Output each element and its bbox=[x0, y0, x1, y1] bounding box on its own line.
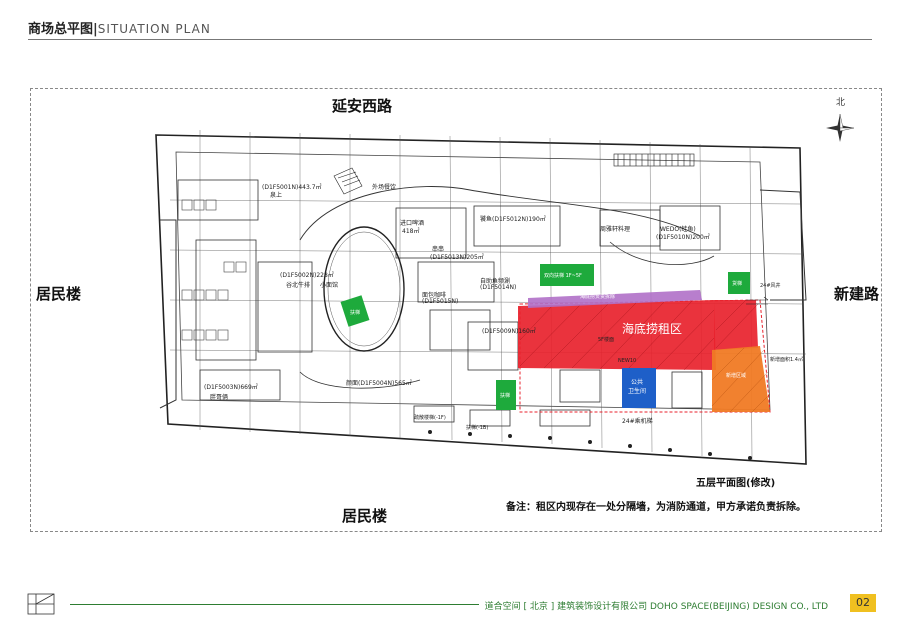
building-outline bbox=[155, 134, 807, 465]
plan-label: 串串 bbox=[432, 246, 445, 253]
restroom-label: 公共 卫生间 bbox=[628, 379, 647, 395]
atrium-inner bbox=[327, 231, 401, 347]
lift-c-label: 货梯 bbox=[732, 281, 743, 287]
floor-plan-title: 五层平面图(修改) bbox=[696, 478, 776, 489]
plan-label: 胖哥俩 bbox=[210, 394, 229, 401]
plan-label: 24#乘机梯 bbox=[622, 418, 653, 425]
green-lift-zone-c bbox=[728, 272, 750, 294]
plan-label: 24#风井 bbox=[760, 283, 781, 289]
plan-label: (D1F5010N)200㎡ bbox=[656, 234, 710, 241]
title-en: SITUATION PLAN bbox=[97, 22, 211, 36]
new-area-hatch bbox=[711, 347, 771, 413]
plan-label: (D1F5003N)669㎡ bbox=[204, 384, 258, 391]
restroom-zone bbox=[622, 368, 656, 408]
purple-strip-label: 海底捞负责拆除 bbox=[580, 294, 616, 300]
title-separator: | bbox=[93, 22, 98, 37]
plan-label: (D1F5014N) bbox=[480, 284, 517, 291]
corridor-curve-east bbox=[609, 241, 715, 265]
plan-label: 418㎡ bbox=[402, 228, 420, 235]
plan-label: 进口啤酒 bbox=[400, 220, 425, 227]
column-markers bbox=[428, 430, 752, 460]
plan-label: (D1F5002N)228㎡ bbox=[280, 272, 334, 279]
footer-divider bbox=[70, 604, 828, 605]
green-escalator-label: 双向扶梯 1F~5F bbox=[544, 273, 582, 279]
green-lift-zone-b bbox=[496, 380, 516, 410]
green-escalator-zone bbox=[540, 264, 594, 286]
plan-label: NEW10 bbox=[618, 358, 637, 364]
plan-label: 5F楼面 bbox=[598, 337, 615, 343]
company-logo bbox=[27, 593, 55, 615]
toilet-fixtures bbox=[181, 199, 247, 341]
rental-hatch bbox=[519, 299, 759, 371]
atrium-void bbox=[323, 226, 405, 352]
page-number: 02 bbox=[850, 594, 876, 612]
stair-nw bbox=[333, 167, 363, 195]
page-header: 商场总平图|SITUATION PLAN bbox=[28, 12, 872, 40]
plan-label: (D1F5013N)205㎡ bbox=[430, 254, 484, 261]
plan-label: 自助鱼频涮 bbox=[480, 278, 511, 285]
green-lift-zone-a bbox=[340, 295, 370, 327]
road-south-label: 居民楼 bbox=[342, 507, 388, 525]
purple-strip bbox=[528, 290, 702, 308]
plan-label: 面包咖啡 bbox=[422, 292, 447, 299]
service-wing bbox=[159, 219, 177, 409]
plan-label: 周雅轩料理 bbox=[600, 226, 631, 233]
plan-label: 疏散楼梯(-1F) bbox=[414, 415, 446, 421]
company-name: 道合空间 [ 北京 ] 建筑装饰设计有限公司 DOHO SPACE(BEIJIN… bbox=[478, 599, 828, 612]
compass-rose bbox=[826, 113, 855, 142]
new-area bbox=[712, 346, 770, 412]
escalator-band bbox=[613, 153, 695, 167]
plan-label: 泉上 bbox=[270, 192, 283, 199]
rental-east bbox=[714, 300, 758, 350]
new-area-label: 新增区域 bbox=[726, 373, 747, 379]
plan-label: WEDO(蛙鱼) bbox=[660, 226, 696, 233]
east-annex bbox=[759, 189, 807, 301]
lift-b-label: 扶梯 bbox=[500, 393, 511, 399]
plan-label: 小面馆 bbox=[320, 282, 339, 289]
header-divider bbox=[28, 39, 872, 40]
room-walls bbox=[177, 179, 721, 427]
plan-label: 新增面积1.4㎡ bbox=[770, 357, 803, 363]
compass-label: 北 bbox=[836, 98, 846, 108]
east-arrows bbox=[746, 296, 769, 305]
plan-label: 扶梯(-1B) bbox=[466, 425, 489, 431]
corridor-curve-north bbox=[299, 186, 701, 241]
lift-a-label: 扶梯 bbox=[350, 310, 361, 316]
road-west-label: 居民楼 bbox=[36, 285, 82, 303]
plan-label: (D1F5009N)160㎡ bbox=[482, 328, 536, 335]
plan-label: 谷北牛排 bbox=[286, 282, 311, 289]
plan-label: (D1F5015N) bbox=[422, 298, 459, 305]
remark-note: 备注：租区内现存在一处分隔墙，为消防通道，甲方承诺负责拆除。 bbox=[506, 502, 806, 513]
page-title: 商场总平图|SITUATION PLAN bbox=[28, 18, 211, 37]
road-north-label: 延安西路 bbox=[332, 97, 393, 115]
plan-label: 饕鱼(D1F5012N)190㎡ bbox=[480, 216, 546, 223]
drawing-frame bbox=[30, 88, 882, 532]
title-cn: 商场总平图 bbox=[28, 22, 94, 37]
road-east-label: 新建路 bbox=[834, 285, 880, 303]
grid-lines bbox=[169, 130, 807, 461]
plan-label: (D1F5001N)443.7㎡ bbox=[262, 184, 322, 191]
rental-zone-label: 海底捞租区 bbox=[622, 322, 683, 336]
plan-label: 外场餐饮 bbox=[372, 184, 397, 191]
corridor-curve-south bbox=[299, 371, 421, 389]
plan-label: 颜面(D1F5004N)565㎡ bbox=[346, 380, 412, 387]
